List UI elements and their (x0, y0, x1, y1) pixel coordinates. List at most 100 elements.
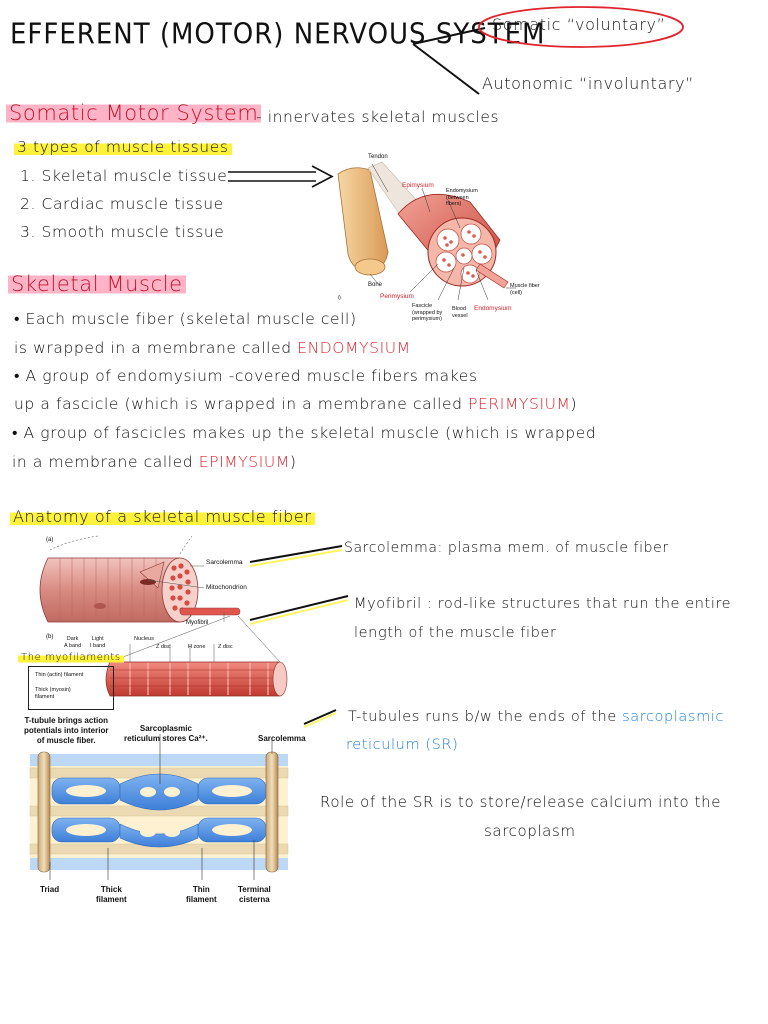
somatic-heading: Somatic Motor System (6, 101, 262, 125)
endomysium-term: ENDOMYSIUM (297, 339, 411, 357)
sr-term-1: sarcoplasmic (622, 709, 725, 725)
type-1: 1. Skeletal muscle tissue (20, 167, 228, 185)
skeletal-line-6-post: ) (289, 453, 297, 471)
fig-fascicle-3: perimysium) (412, 316, 442, 322)
fig-dark-a-band: Dark A band (64, 636, 81, 649)
fig-fascicle-1: Fascicle (412, 303, 433, 309)
legend-thick: Thick (myosin) filament (35, 687, 71, 700)
skeletal-line-6: in a membrane called EPIMYSIUM) (12, 453, 297, 471)
myofilaments-label-text: The myofilaments (18, 652, 124, 663)
anatomy-heading-text: Anatomy of a skeletal muscle fiber (10, 507, 315, 526)
fig-a-label: (a) (46, 537, 54, 543)
fig-blood: Blood (452, 306, 467, 312)
thick-filament-label: Thick filament (96, 885, 127, 905)
fig-z-disc-1: Z disc (156, 644, 171, 650)
muscle-structure-figure (337, 161, 516, 301)
fig-endomysium: Endomysium (474, 305, 512, 312)
fig-light-i-band: Light I band (90, 636, 105, 649)
branch-autonomic: Autonomic “involuntary” (482, 74, 695, 93)
branch-lines (412, 27, 486, 95)
skeletal-line-4-post: ) (570, 395, 578, 413)
t-tubule-figure (29, 734, 289, 880)
fig-endomysium-between-3: fibers) (446, 201, 462, 207)
somatic-circle (478, 6, 684, 48)
fig-h-zone: H zone (188, 644, 206, 650)
myofilament-legend: Thin (actin) filament Thick (myosin) fil… (28, 666, 114, 710)
t-tubule-note-2: reticulum (SR) (346, 737, 459, 753)
fig-dark: Dark (66, 636, 79, 642)
note-myofibril-1: Myofibril : rod-like structures that run… (354, 596, 732, 612)
skeletal-line-2: is wrapped in a membrane called ENDOMYSI… (14, 339, 411, 357)
terminal-cisterna-label: Terminal cisterna (238, 885, 271, 905)
fig-light: Light (91, 636, 104, 642)
skeletal-line-4: up a fascicle (which is wrapped in a mem… (14, 395, 577, 413)
annotation-lines (249, 545, 349, 625)
somatic-desc: - innervates skeletal muscles (256, 108, 500, 126)
thin-filament-label: Thin filament (186, 885, 217, 905)
triad-label: Triad (40, 885, 60, 894)
sr-label-1: Sarcoplasmic (139, 724, 192, 733)
perimysium-term: PERIMYSIUM (468, 395, 571, 413)
thin-filament-label-1: Thin (192, 885, 210, 894)
fig-muscle-fiber-2: (cell) (510, 289, 522, 296)
fig-endomysium-between-1: Endomysium (446, 188, 478, 194)
fig-endomysium-between-2: (between (446, 194, 469, 201)
branch-somatic: Somatic “voluntary” (492, 15, 666, 34)
anatomy-heading: Anatomy of a skeletal muscle fiber (10, 507, 315, 526)
skeletal-line-3: • A group of endomysium -covered muscle … (14, 367, 478, 385)
skeletal-line-1: • Each muscle fiber (skeletal muscle cel… (14, 310, 357, 328)
t-tubule-label-3: of muscle fiber. (36, 736, 96, 745)
skeletal-line-6-pre: in a membrane called (12, 453, 199, 471)
fig-perimysium: Perimysium (380, 293, 414, 300)
fig-b-label: (b) (46, 634, 54, 640)
thin-filament-label-2: filament (186, 895, 217, 904)
somatic-heading-text: Somatic Motor System (6, 101, 262, 125)
t-tubule-note-pre: T-tubules runs b/w the ends of the (348, 709, 623, 725)
fig-nucleus: Nucleus (134, 636, 154, 642)
thick-filament-label-2: filament (96, 895, 127, 904)
fig-endomysium-between: Endomysium (between fibers) (446, 188, 478, 208)
fig-myofibril: Myofibril (186, 620, 209, 626)
type-3: 3. Smooth muscle tissue (20, 223, 225, 241)
fig-bone: Bone (368, 282, 383, 288)
skeletal-line-2-pre: is wrapped in a membrane called (14, 339, 298, 357)
fig-panel-i: i) (338, 295, 341, 301)
sr-role-2: sarcoplasm (484, 822, 576, 840)
types-heading: 3 types of muscle tissues (14, 138, 232, 156)
t-tubule-label: T-tubule brings action potentials into i… (24, 716, 108, 746)
legend-thick-1: Thick (myosin) (35, 687, 71, 693)
skeletal-heading: Skeletal Muscle (8, 272, 186, 296)
fig-a-band: A band (64, 642, 82, 649)
sr-label: Sarcoplasmic reticulum stores Ca²⁺. (124, 724, 208, 744)
sarcolemma-label-2: Sarcolemma (258, 734, 306, 743)
fig-vessel: vessel (452, 312, 468, 319)
legend-thin: Thin (actin) filament (35, 672, 84, 678)
note-sarcolemma: Sarcolemma: plasma mem. of muscle fiber (344, 540, 669, 556)
skeletal-line-5: • A group of fascicles makes up the skel… (12, 424, 597, 442)
t-tubule-label-2: potentials into interior (24, 726, 109, 735)
fig-sarcolemma: Sarcolemma (206, 559, 243, 566)
muscle-fiber-figure (39, 535, 288, 697)
t-tubule-note-1: T-tubules runs b/w the ends of the sarco… (348, 709, 724, 725)
skeletal-line-4-pre: up a fascicle (which is wrapped in a mem… (14, 395, 469, 413)
terminal-cisterna-label-1: Terminal (238, 885, 271, 894)
types-heading-text: 3 types of muscle tissues (14, 138, 232, 156)
legend-thick-2: filament (35, 693, 55, 700)
fig-z-disc-2: Z disc (218, 644, 233, 650)
epimysium-term: EPIMYSIUM (198, 453, 290, 471)
thick-filament-label-1: Thick (100, 885, 122, 894)
fig-fascicle-2: (wrapped by (412, 309, 443, 316)
fig-i-band: I band (90, 642, 106, 649)
note-myofibril-2: length of the muscle fiber (354, 625, 557, 641)
fig-mitochondrion: Mitochondrion (206, 584, 247, 591)
fig-blood-vessel: Blood vessel (452, 306, 468, 319)
fig-fascicle: Fascicle (wrapped by perimysium) (412, 303, 442, 323)
skeletal-heading-text: Skeletal Muscle (8, 272, 186, 296)
t-tubule-annotation (303, 709, 337, 728)
myofilaments-label: The myofilaments (18, 652, 124, 663)
type-2: 2. Cardiac muscle tissue (20, 195, 224, 213)
t-tubule-label-1: T-tubule brings action (24, 716, 108, 725)
sr-label-2: reticulum stores Ca²⁺. (124, 734, 208, 743)
terminal-cisterna-label-2: cisterna (239, 895, 270, 904)
double-arrow (228, 165, 334, 188)
